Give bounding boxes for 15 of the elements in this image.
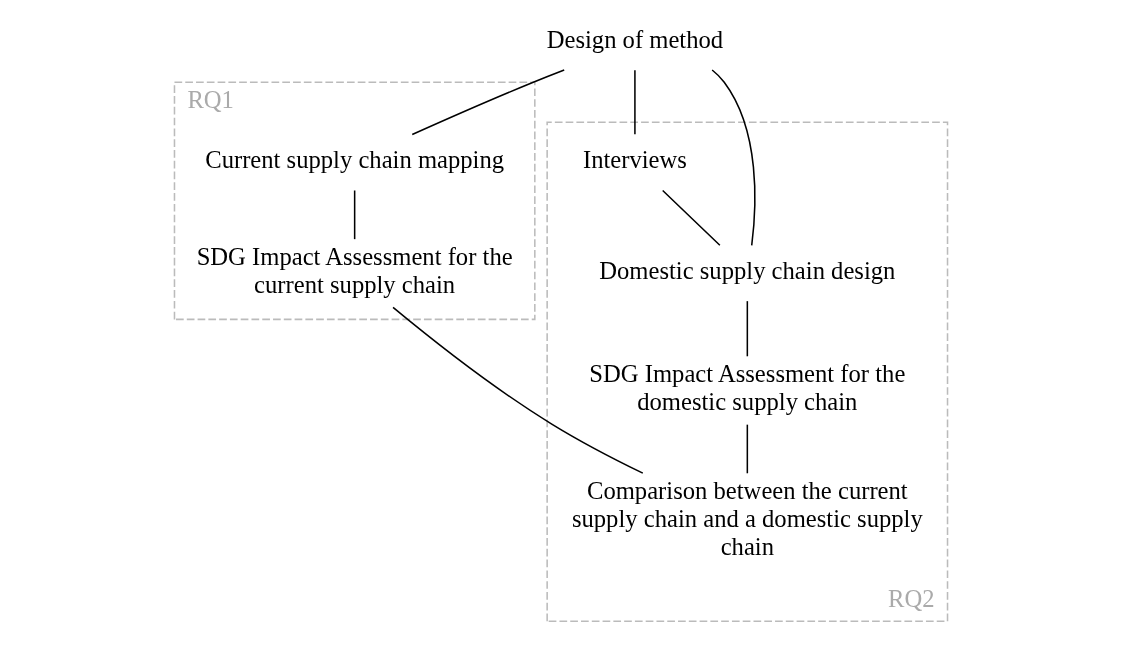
connector — [410, 69, 565, 136]
node-text: Comparison between the current supply chain and a domestic supply chain — [571, 477, 923, 560]
node-text: Domestic supply chain design — [598, 257, 895, 285]
node-text: SDG Impact Assessment for the domestic supply chain — [588, 360, 905, 415]
connector — [746, 300, 748, 358]
node-text: SDG Impact Assessment for the current supply chain — [196, 243, 513, 298]
connector — [661, 189, 721, 247]
connector — [353, 189, 355, 240]
node-text: Current supply chain mapping — [204, 146, 504, 174]
connector — [746, 423, 748, 475]
node-text: Design of method — [546, 26, 723, 54]
connector — [710, 69, 756, 247]
connector — [633, 69, 636, 136]
node-text: Interviews — [582, 146, 687, 174]
connector — [391, 306, 644, 474]
